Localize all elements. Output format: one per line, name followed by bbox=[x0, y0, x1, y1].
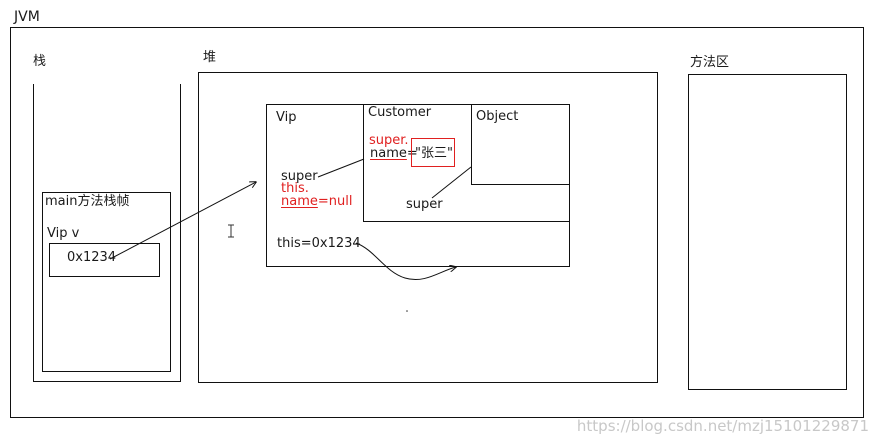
vip-name-value: =null bbox=[317, 194, 353, 209]
ref-arrow-stack-to-vip bbox=[109, 182, 256, 260]
customer-name-field: name= bbox=[370, 147, 418, 160]
watermark: https://blog.csdn.net/mzj15101229871 bbox=[576, 417, 869, 435]
customer-name-value-box bbox=[411, 138, 455, 167]
text-cursor-icon bbox=[228, 224, 234, 238]
vip-name-key: name bbox=[281, 194, 318, 209]
customer-super-label: super. bbox=[369, 133, 409, 148]
vip-super-link bbox=[317, 158, 365, 178]
method-area-label: 方法区 bbox=[690, 55, 730, 70]
main-stack-frame bbox=[42, 192, 171, 372]
customer-name-value: "张三" bbox=[415, 146, 453, 161]
jvm-label: JVM bbox=[14, 9, 40, 25]
heap-region bbox=[198, 72, 658, 383]
stray-dot bbox=[406, 310, 408, 312]
stack-var-cell bbox=[49, 243, 160, 277]
method-area-region bbox=[688, 74, 847, 390]
vip-label: Vip bbox=[276, 110, 297, 125]
vip-name-field: name=null bbox=[281, 195, 352, 208]
object-object bbox=[471, 104, 570, 185]
customer-name-eq: = bbox=[406, 146, 418, 161]
customer-super-link bbox=[431, 166, 472, 199]
customer-label: Customer bbox=[368, 105, 432, 120]
stack-var-value: 0x1234 bbox=[67, 250, 117, 265]
this-self-reference-arrow bbox=[355, 242, 456, 280]
vip-super-label: super bbox=[281, 169, 318, 184]
object-label: Object bbox=[476, 109, 519, 124]
vip-this-ref: this=0x1234 bbox=[277, 236, 361, 251]
stack-var-label: Vip v bbox=[47, 226, 80, 241]
stack-frame-label: main方法栈帧 bbox=[45, 194, 130, 209]
customer-super-ref: super bbox=[406, 197, 443, 212]
heap-label: 堆 bbox=[203, 50, 217, 65]
stack-label: 栈 bbox=[33, 54, 47, 69]
stack-region bbox=[33, 84, 181, 382]
jvm-container bbox=[10, 27, 864, 418]
vip-this-label: this. bbox=[281, 181, 309, 196]
customer-name-key: name bbox=[370, 146, 407, 161]
